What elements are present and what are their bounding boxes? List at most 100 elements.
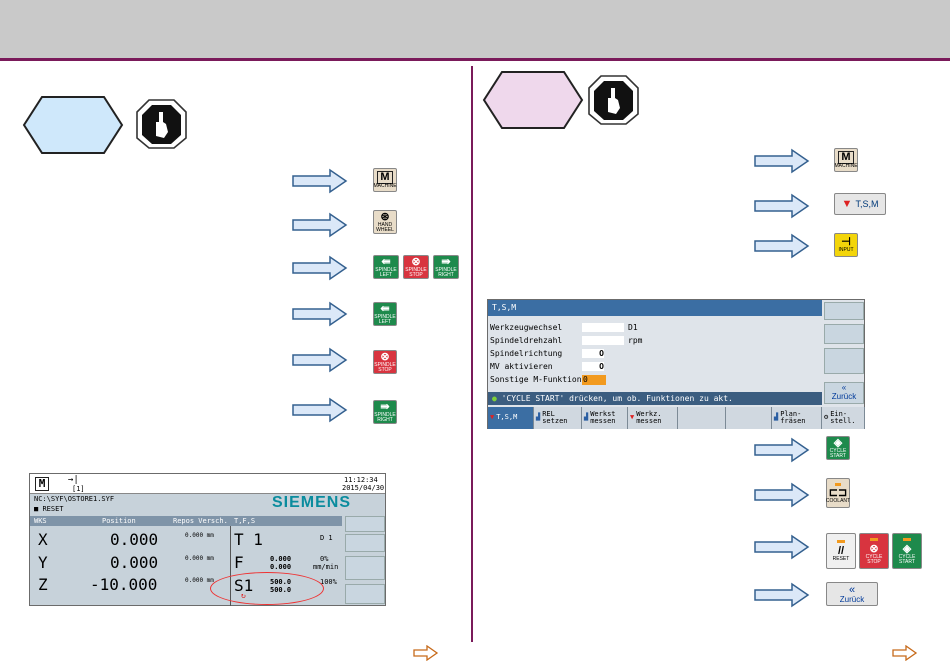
hexagon-marker bbox=[482, 71, 584, 129]
softkey-werkst-messen[interactable]: ▟Werkst messen bbox=[582, 407, 628, 429]
spindle-stop-key[interactable]: ⊗SPINDLE STOP bbox=[373, 350, 397, 374]
back-softkey[interactable]: «Zurück bbox=[826, 582, 878, 606]
axis-z-offset: 0.000 mm bbox=[185, 577, 214, 584]
axis-z-value: -10.000 bbox=[90, 575, 158, 594]
cycle-stop-key[interactable]: ⊗CYCLE STOP bbox=[859, 533, 889, 569]
row-value: D1 bbox=[628, 323, 638, 332]
tool-icon: ▼ bbox=[490, 413, 495, 422]
tool-icon: ▼ bbox=[841, 197, 853, 210]
cycle-start-icon: ● bbox=[492, 394, 497, 403]
softkey-tsm[interactable]: ▼T,S,M bbox=[488, 407, 534, 429]
softkey-empty[interactable] bbox=[726, 407, 772, 429]
tool-d: D 1 bbox=[320, 534, 333, 542]
program-path: NC:\SYF\OSTORE1.SYF bbox=[34, 495, 115, 503]
status-message: ● 'CYCLE START' drücken, um ob. Funktion… bbox=[488, 392, 822, 405]
axis-y-offset: 0.000 mm bbox=[185, 555, 214, 562]
axis-y-label: Y bbox=[38, 553, 48, 572]
header-bar bbox=[0, 0, 950, 58]
tool-icon: ▼ bbox=[630, 413, 635, 422]
row-unit: rpm bbox=[628, 336, 643, 345]
workpiece-icon: ▟ bbox=[584, 413, 589, 422]
coolant-key[interactable]: ⊏⊐COOLANT bbox=[826, 478, 850, 508]
hand-stop-icon bbox=[588, 75, 639, 125]
row-label: Spindeldrehzahl bbox=[490, 336, 563, 345]
softkey-empty[interactable] bbox=[678, 407, 726, 429]
tool-change-field[interactable] bbox=[582, 323, 624, 332]
arrow-right-icon bbox=[292, 255, 348, 281]
feed-label: F bbox=[234, 553, 244, 572]
feed-unit: mm/min bbox=[313, 563, 339, 571]
m-function-field[interactable]: 0 bbox=[582, 375, 606, 385]
hmi-machine-screen: M →| [1] 11:12:34 2015/04/30 NC:\SYF\OST… bbox=[29, 473, 386, 606]
vertical-softkey[interactable] bbox=[824, 348, 864, 374]
row-label: Spindelrichtung bbox=[490, 349, 563, 358]
softkey-planfraesen[interactable]: ▟Plan- fräsen bbox=[772, 407, 822, 429]
feed-percent: 0% bbox=[320, 555, 329, 563]
softkey-rel-setzen[interactable]: ▟REL setzen bbox=[534, 407, 582, 429]
spindle-left-key[interactable]: ⇚SPINDLE LEFT bbox=[373, 302, 397, 326]
row-label: Werkzeugwechsel bbox=[490, 323, 563, 332]
clock-date: 2015/04/30 bbox=[342, 484, 385, 492]
axis-x-label: X bbox=[38, 530, 48, 549]
arrow-right-icon bbox=[754, 193, 810, 219]
arrow-right-icon bbox=[754, 233, 810, 259]
axis-x-offset: 0.000 mm bbox=[185, 532, 214, 539]
arrow-right-icon bbox=[292, 212, 348, 238]
arrow-right-icon bbox=[754, 582, 810, 608]
cycle-start-key[interactable]: ◈CYCLE START bbox=[892, 533, 922, 569]
spindle-direction-toggle[interactable]: Ο bbox=[582, 349, 604, 358]
spindle-right-key[interactable]: ⇛SPINDLE RIGHT bbox=[373, 400, 397, 424]
vertical-softkey[interactable] bbox=[345, 556, 385, 580]
arrow-right-icon bbox=[292, 301, 348, 327]
spindle-percent: 100% bbox=[320, 578, 337, 586]
arrow-right-icon bbox=[292, 397, 348, 423]
spindle-left-key[interactable]: ⇚SPINDLE LEFT bbox=[373, 255, 399, 279]
arrow-right-icon bbox=[754, 148, 810, 174]
mv-toggle[interactable]: Ο bbox=[582, 362, 604, 371]
highlight-ellipse bbox=[210, 572, 324, 605]
next-arrow-icon[interactable] bbox=[413, 645, 439, 661]
vertical-softkey[interactable] bbox=[345, 584, 385, 604]
arrow-right-icon bbox=[292, 168, 348, 194]
spindle-speed-field[interactable] bbox=[582, 336, 624, 345]
rel-icon: ▟ bbox=[536, 413, 541, 422]
reset-state: ■ RESET bbox=[34, 505, 64, 513]
axis-z-label: Z bbox=[38, 575, 48, 594]
axis-y-value: 0.000 bbox=[110, 553, 159, 572]
next-arrow-icon[interactable] bbox=[892, 645, 918, 661]
input-key[interactable]: ⊣INPUT bbox=[834, 233, 858, 257]
machine-icon: M bbox=[35, 477, 49, 491]
vertical-softkey[interactable] bbox=[345, 534, 385, 552]
vertical-softkey[interactable] bbox=[345, 516, 385, 532]
feed-values: 0.000 0.000 bbox=[270, 555, 292, 571]
cycle-start-key[interactable]: ◈CYCLE START bbox=[826, 436, 850, 460]
axis-x-value: 0.000 bbox=[110, 530, 159, 549]
face-mill-icon: ▟ bbox=[774, 413, 779, 422]
column-divider bbox=[471, 66, 473, 642]
hand-stop-icon bbox=[136, 99, 187, 149]
row-label: Sonstige M-Funktion bbox=[490, 375, 582, 384]
settings-icon: ⚙ bbox=[824, 413, 829, 422]
spindle-right-key[interactable]: ⇛SPINDLE RIGHT bbox=[433, 255, 459, 279]
channel-tag: [1] bbox=[72, 485, 85, 493]
vertical-softkey[interactable] bbox=[824, 324, 864, 344]
channel-icon: →| bbox=[68, 475, 79, 485]
tsm-softkey[interactable]: ▼T,S,M bbox=[834, 193, 886, 215]
hexagon-marker bbox=[22, 96, 124, 154]
softkey-werkz-messen[interactable]: ▼Werkz. messen bbox=[628, 407, 678, 429]
softkey-einstell[interactable]: ⚙Ein- stell. bbox=[822, 407, 865, 429]
tool-value: T 1 bbox=[234, 530, 263, 549]
handwheel-key[interactable]: ⊛HAND WHEEL bbox=[373, 210, 397, 234]
vertical-softkey[interactable] bbox=[824, 302, 864, 320]
table-header: WKS Position Repos Versch. T,F,S bbox=[30, 516, 342, 526]
arrow-right-icon bbox=[754, 437, 810, 463]
spindle-stop-key[interactable]: ⊗SPINDLE STOP bbox=[403, 255, 429, 279]
brand-logo: SIEMENS bbox=[272, 494, 352, 511]
reset-key[interactable]: //RESET bbox=[826, 533, 856, 569]
back-softkey[interactable]: «Zurück bbox=[824, 382, 864, 404]
arrow-right-icon bbox=[754, 534, 810, 560]
tsm-title: T,S,M bbox=[488, 300, 822, 316]
arrow-right-icon bbox=[292, 347, 348, 373]
